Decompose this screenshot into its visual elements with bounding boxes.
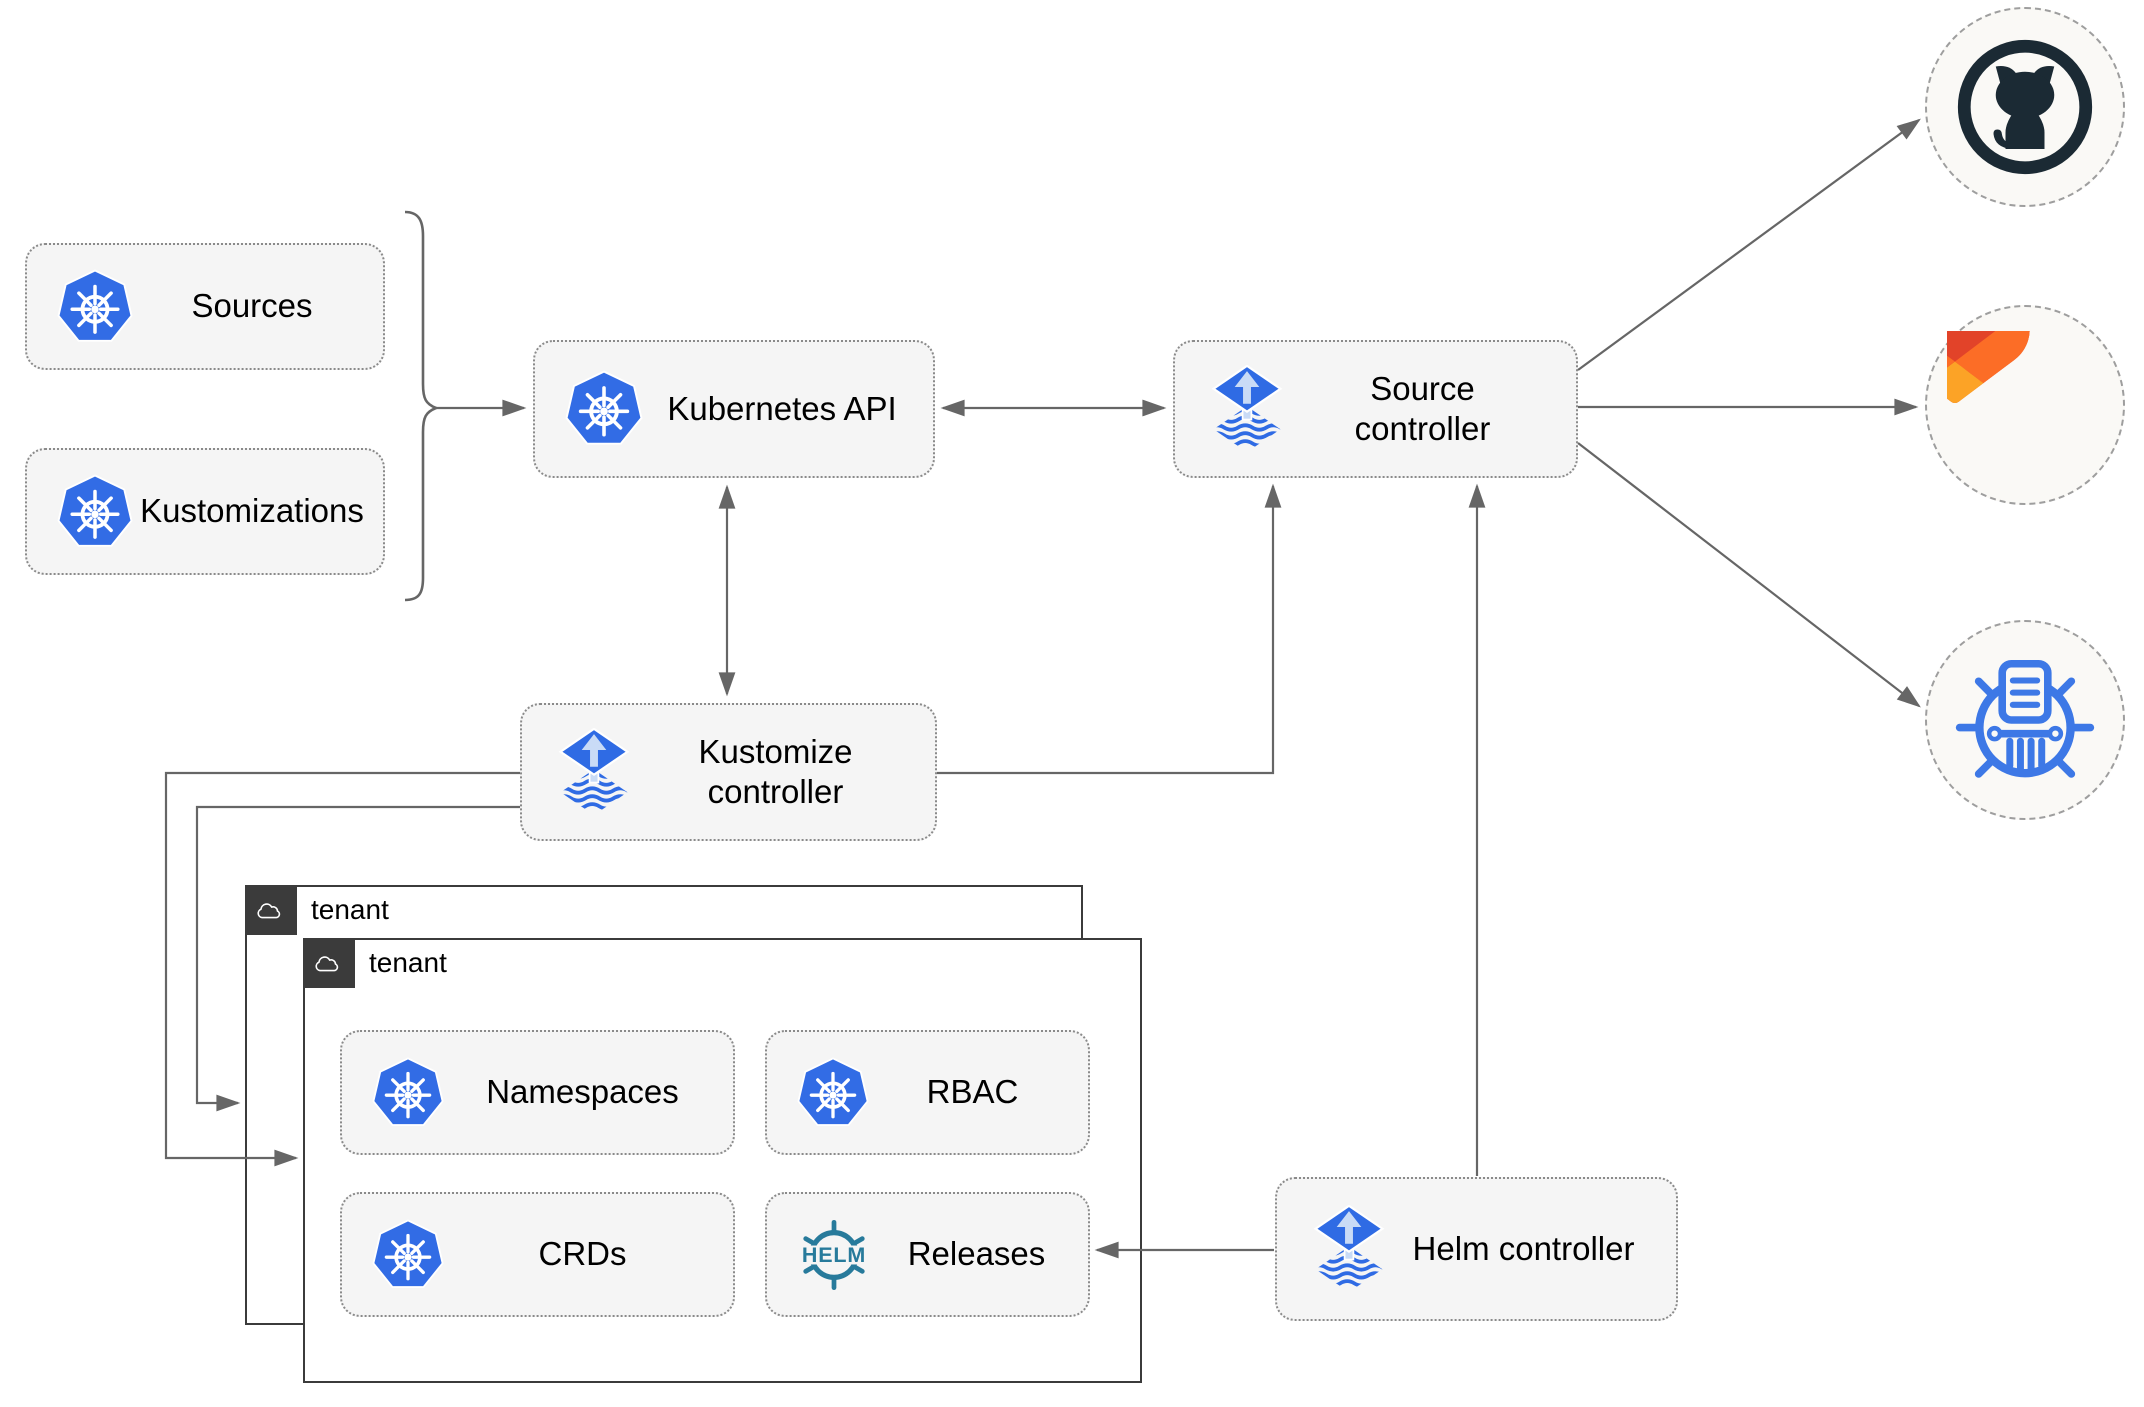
kubernetes-icon (372, 1219, 444, 1291)
kubernetes-icon (565, 370, 643, 448)
node-kustomize-controller: Kustomize controller (520, 703, 937, 841)
tenant-label: tenant (311, 893, 389, 925)
flux-icon (1203, 360, 1291, 458)
edge-source-to-github (1577, 118, 1921, 371)
node-crds: CRDs (340, 1192, 735, 1317)
cloud-icon (302, 937, 355, 988)
node-rbac: RBAC (765, 1030, 1090, 1155)
endpoint-github (1925, 7, 2125, 207)
node-sources: Sources (25, 243, 385, 370)
node-label: Sources (191, 287, 313, 325)
flux-icon (1305, 1200, 1393, 1298)
chartmuseum-icon (1949, 644, 2101, 796)
node-kustomizations: Kustomizations (25, 448, 385, 575)
node-label: CRDs (538, 1235, 627, 1273)
node-label: Kustomize controller (698, 732, 853, 810)
endpoint-helm-repository (1925, 620, 2125, 820)
cloud-icon (244, 884, 297, 935)
node-label: RBAC (926, 1073, 1019, 1111)
tenant-label: tenant (369, 946, 447, 978)
endpoint-gitlab (1925, 305, 2125, 505)
flux-icon (550, 723, 638, 821)
node-helm-controller: Helm controller (1275, 1177, 1678, 1321)
edge-kustomize-to-source-controller (937, 483, 1282, 775)
node-label: Releases (907, 1235, 1046, 1273)
node-releases: HELM Releases (765, 1192, 1090, 1317)
kubernetes-icon (57, 269, 133, 345)
node-label: Source controller (1354, 369, 1491, 447)
node-label: Kustomizations (140, 492, 364, 530)
brace-sources-group (404, 210, 440, 602)
gitlab-icon (1947, 331, 2103, 479)
kubernetes-icon (797, 1057, 869, 1129)
node-label: Namespaces (486, 1073, 679, 1111)
helm-wheel-text: HELM (802, 1242, 866, 1266)
node-label: Kubernetes API (667, 389, 897, 427)
github-icon (1950, 32, 2100, 182)
node-kubernetes-api: Kubernetes API (533, 340, 935, 478)
helm-icon: HELM (796, 1219, 872, 1290)
edge-source-to-helm-repository (1577, 442, 1921, 708)
node-label: Helm controller (1412, 1229, 1635, 1267)
kubernetes-icon (372, 1057, 444, 1129)
node-source-controller: Source controller (1173, 340, 1578, 478)
kubernetes-icon (57, 474, 133, 550)
node-namespaces: Namespaces (340, 1030, 735, 1155)
